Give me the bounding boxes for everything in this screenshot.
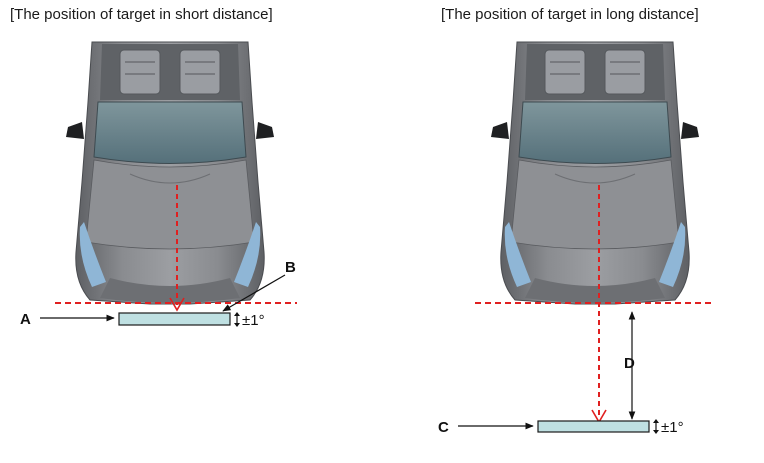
- label-a: A: [20, 311, 31, 328]
- center-arrow-short: [169, 297, 185, 312]
- target-board-long: [537, 420, 650, 433]
- label-b: B: [285, 259, 296, 276]
- vehicle-short: [65, 41, 275, 305]
- tolerance-indicator-long: [653, 419, 659, 434]
- tolerance-short: ±1°: [242, 312, 265, 329]
- label-d: D: [624, 355, 635, 372]
- vehicle-long: [490, 41, 700, 305]
- car-top-view-icon: [490, 41, 700, 305]
- arrow-b: [222, 274, 286, 312]
- target-board-short: [118, 312, 231, 326]
- tolerance-indicator-short: [234, 312, 240, 327]
- tolerance-long: ±1°: [661, 419, 684, 436]
- heading-long-distance: [The position of target in long distance…: [441, 6, 699, 23]
- label-c: C: [438, 419, 449, 436]
- car-top-view-icon: [65, 41, 275, 305]
- heading-short-distance: [The position of target in short distanc…: [10, 6, 273, 23]
